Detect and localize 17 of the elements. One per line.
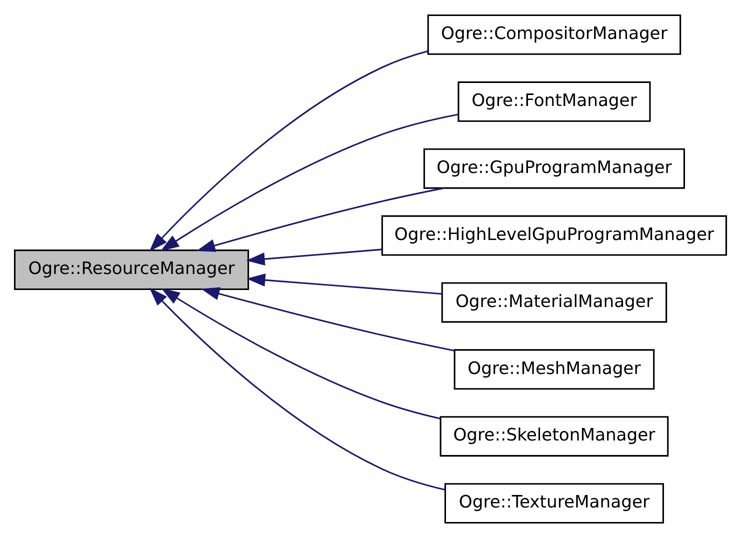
node-box: Ogre::ResourceManager [14, 250, 250, 290]
node-box: Ogre::MeshManager [454, 349, 655, 390]
node-box: Ogre::TextureManager [444, 483, 664, 524]
arrow [161, 288, 441, 420]
arrow [246, 274, 442, 295]
node-box: Ogre::CompositorManager [427, 14, 682, 55]
node-box: Ogre::FontManager [458, 81, 651, 122]
node-box: Ogre::HighLevelGpuProgramManager [381, 215, 728, 256]
arrow [196, 187, 444, 252]
arrow [149, 50, 428, 252]
arrow [149, 288, 446, 491]
node-box: Ogre::SkeletonManager [440, 416, 669, 457]
arrow [200, 287, 454, 352]
arrow [160, 114, 458, 252]
arrow [246, 248, 382, 266]
node-box: Ogre::MaterialManager [441, 282, 668, 323]
node-box: Ogre::GpuProgramManager [423, 148, 685, 189]
